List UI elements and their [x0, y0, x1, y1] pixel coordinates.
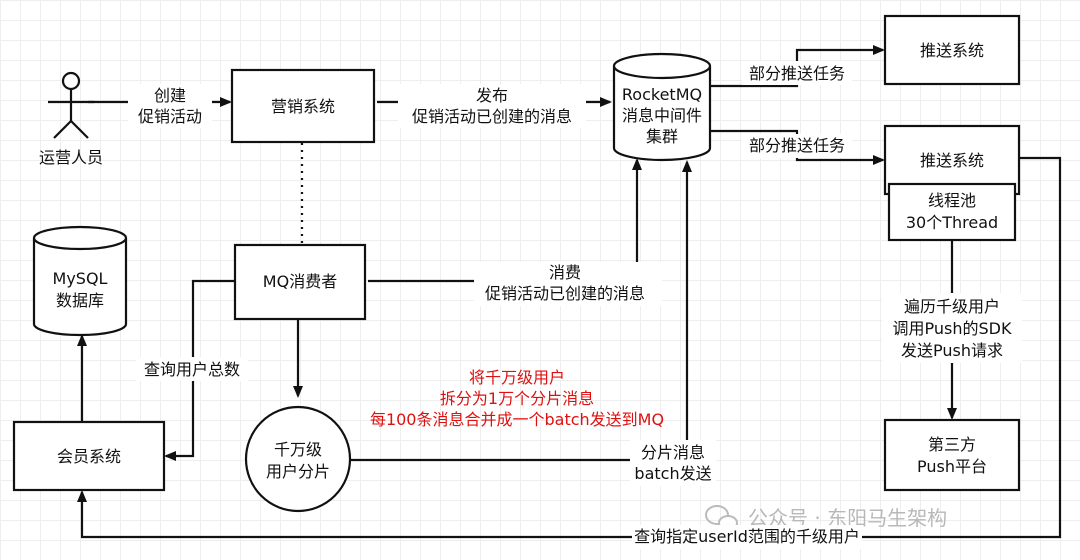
edge-partial-task-2-label: 部分推送任务 — [749, 136, 845, 155]
rocketmq-label-1: RocketMQ — [622, 85, 702, 104]
thread-pool-label-1: 线程池 — [928, 191, 976, 210]
edge-create-label-2: 促销活动 — [138, 107, 202, 126]
edge-publish-label-1: 发布 — [476, 86, 508, 105]
edge-push-steps-label-2: 调用Push的SDK — [893, 319, 1012, 338]
sharding-note-line-2: 拆分为1万个分片消息 — [440, 389, 594, 408]
actor-figure — [48, 71, 94, 139]
member-system-label: 会员系统 — [57, 447, 121, 466]
thread-pool-label-2: 30个Thread — [906, 213, 998, 232]
mysql-label-2: 数据库 — [56, 291, 104, 310]
edge-consume-label-2: 促销活动已创建的消息 — [485, 284, 645, 303]
actor-label: 运营人员 — [39, 148, 103, 167]
marketing-system-label: 营销系统 — [271, 97, 335, 116]
mq-consumer-box — [233, 243, 367, 321]
rocketmq-label-2: 消息中间件 — [622, 106, 702, 125]
member-system-box — [12, 420, 166, 492]
mysql-cylinder — [32, 225, 128, 337]
edge-partial-task-1-label: 部分推送任务 — [749, 64, 845, 83]
rocketmq-cylinder — [612, 52, 712, 162]
edge-query-total-label: 查询用户总数 — [144, 360, 240, 379]
shards-circle — [244, 405, 352, 513]
rocketmq-label-3: 集群 — [646, 127, 678, 146]
edge-shard-send-label-2: batch发送 — [634, 464, 711, 483]
third-party-push-label-2: Push平台 — [917, 457, 987, 476]
edge-push-steps-label-1: 遍历千级用户 — [904, 297, 1000, 316]
edge-publish-label-2: 促销活动已创建的消息 — [412, 107, 572, 126]
sharding-note-line-1: 将千万级用户 — [469, 368, 565, 387]
mq-consumer-label: MQ消费者 — [263, 272, 337, 291]
sharding-note-line-3: 每100条消息合并成一个batch发送到MQ — [370, 410, 664, 429]
shards-label-1: 千万级 — [274, 440, 322, 459]
edge-push-steps-label-3: 发送Push请求 — [901, 341, 1003, 360]
marketing-system-box — [230, 68, 376, 144]
third-party-push-label-1: 第三方 — [928, 435, 976, 454]
shards-label-2: 用户分片 — [266, 462, 330, 481]
push-system-a-box — [883, 14, 1021, 86]
thread-pool-box — [887, 182, 1017, 242]
edge-query-range — [77, 156, 1062, 539]
push-system-b-label: 推送系统 — [920, 151, 984, 170]
edge-shard-send-label-1: 分片消息 — [641, 443, 705, 462]
edge-consume-label-1: 消费 — [549, 263, 581, 282]
third-party-push-box — [883, 418, 1021, 492]
mysql-label-1: MySQL — [53, 269, 108, 288]
edge-create-label-1: 创建 — [154, 86, 186, 105]
push-system-a-label: 推送系统 — [920, 41, 984, 60]
edge-query-range-label: 查询指定userId范围的千级用户 — [634, 527, 860, 546]
